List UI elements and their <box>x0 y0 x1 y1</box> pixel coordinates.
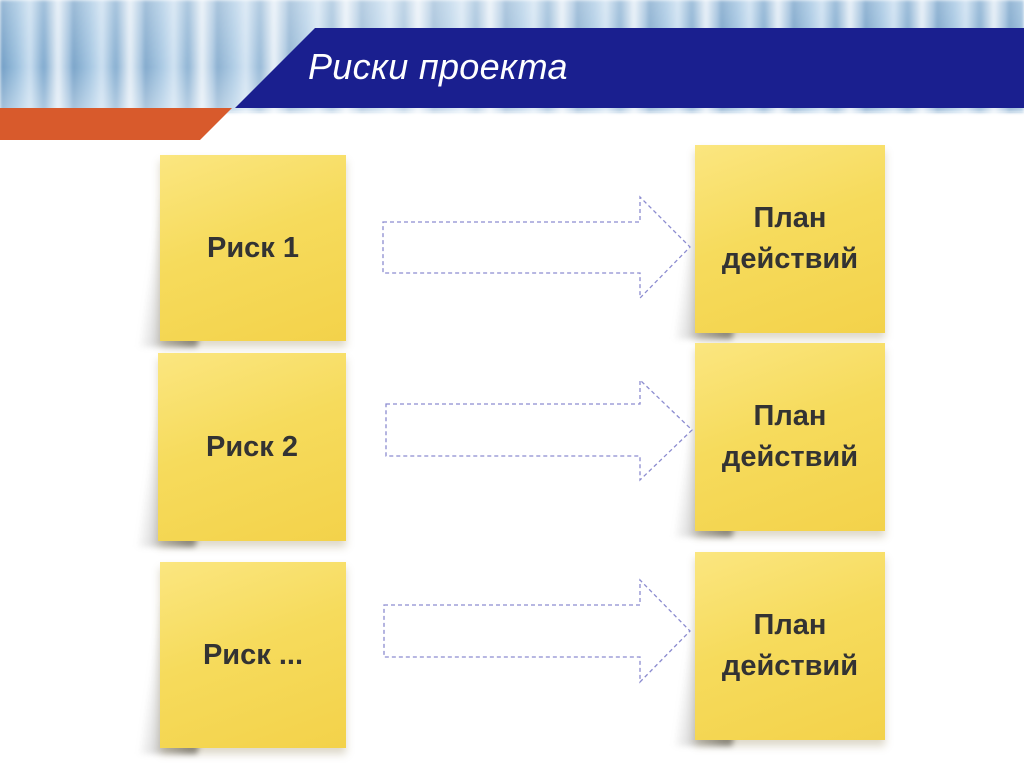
header-banner <box>0 28 1024 140</box>
plan-note-line1: План <box>753 609 827 641</box>
plan-note-line2: действий <box>721 441 859 473</box>
plan-note-line1: План <box>753 202 827 234</box>
arrow-risk3-to-plan3 <box>383 578 691 684</box>
orange-accent-stripe <box>0 108 232 140</box>
title-banner <box>235 28 1024 108</box>
plan-note-line2: действий <box>721 243 859 275</box>
arrow-risk2-to-plan2 <box>385 378 693 482</box>
slide-title: Риски проекта <box>308 46 568 87</box>
risk-note-label: Риск ... <box>202 638 304 671</box>
plan-note-line1: План <box>753 400 827 432</box>
plan-note-line2: действий <box>721 650 859 682</box>
plan-note-3: План действий <box>695 552 885 740</box>
plan-note-2: План действий <box>695 343 885 531</box>
plan-note-1: План действий <box>695 145 885 333</box>
risk-note-1: Риск 1 <box>160 155 346 341</box>
risk-note-3: Риск ... <box>160 562 346 748</box>
risk-note-label: Риск 1 <box>207 231 299 264</box>
arrow-risk1-to-plan1 <box>382 195 691 300</box>
risk-note-label: Риск 2 <box>206 430 298 463</box>
risk-note-2: Риск 2 <box>158 353 346 541</box>
